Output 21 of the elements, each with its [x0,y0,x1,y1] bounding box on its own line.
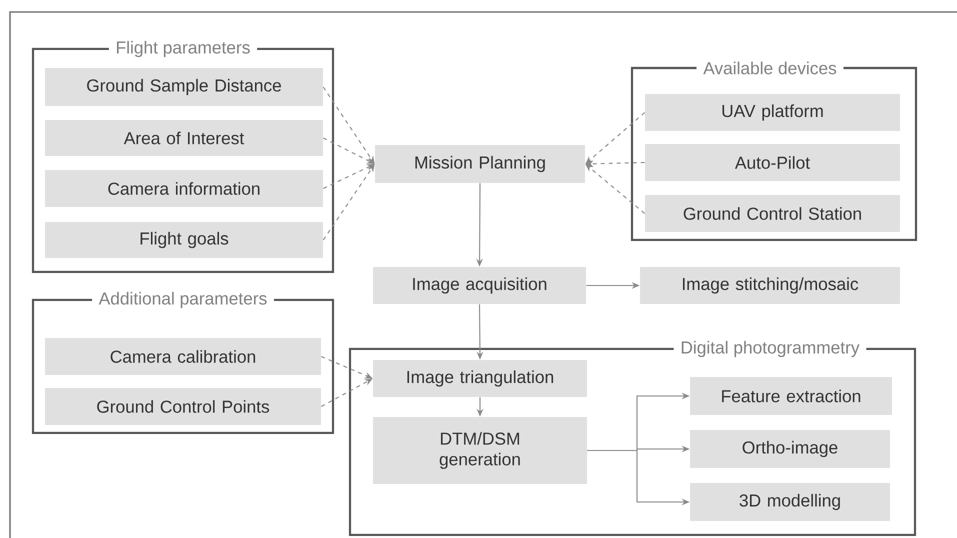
group-heading: Available devices [696,60,844,76]
group-heading: Digital photogrammetry [674,340,866,358]
process-box: Ground Sample Distance [45,68,323,106]
process-box: Feature extraction [690,377,892,415]
process-box: Image stitching/mosaic [640,267,900,304]
process-box: Image triangulation [373,360,587,397]
process-box: Area of Interest [45,120,323,156]
process-box: Image acquisition [373,267,586,304]
group-heading: Flight parameters [108,40,258,58]
group-heading: Additional parameters [92,290,274,310]
process-box: Ground Control Station [645,195,900,232]
process-box: UAV platform [645,94,900,131]
process-box: Ortho-image [690,430,890,468]
process-box: Flight goals [45,222,323,258]
process-box: DTM/DSM generation [373,417,587,484]
process-box: Mission Planning [375,145,585,183]
process-box: Camera calibration [45,338,321,375]
process-box: Camera information [45,170,323,207]
process-box: Auto-Pilot [645,144,900,181]
process-box: Ground Control Points [45,388,321,425]
process-box: 3D modelling [690,483,890,521]
